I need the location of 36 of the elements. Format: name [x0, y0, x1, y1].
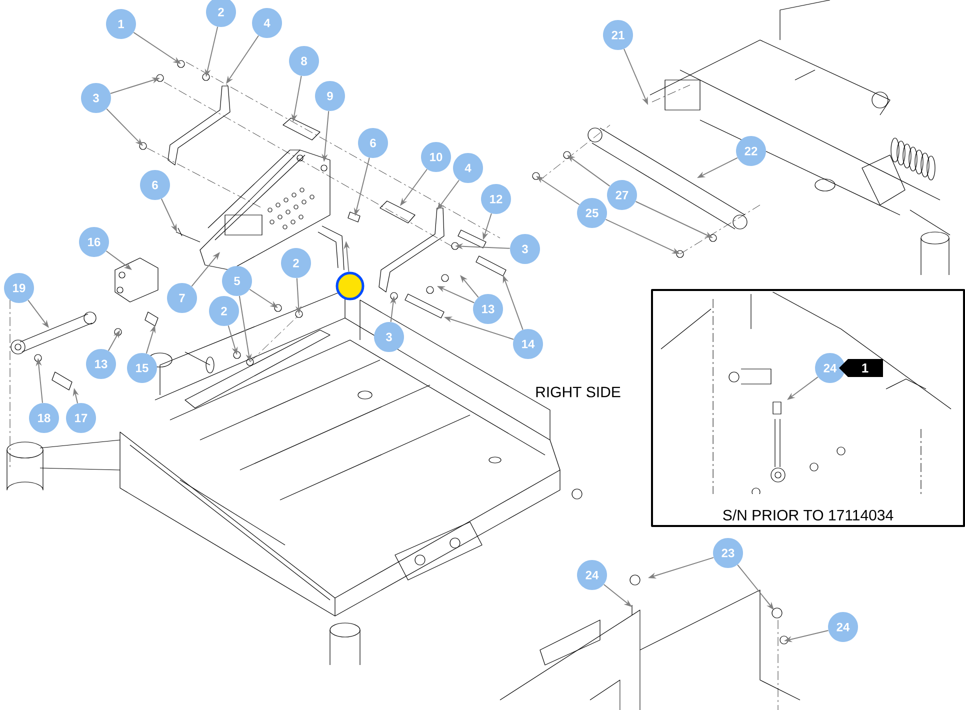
callout-number: 3 [81, 83, 111, 113]
callout-number: 27 [607, 180, 637, 210]
callout-number: 21 [603, 20, 633, 50]
callout-number: 24 [815, 353, 846, 383]
callout-number: 13 [86, 349, 116, 379]
callout-number: 4 [453, 153, 483, 183]
view-label: RIGHT SIDE [536, 386, 620, 398]
callout-number: 5 [222, 266, 252, 296]
callout-number: 17 [66, 403, 96, 433]
callout-number: 2 [206, 0, 236, 27]
callout-number: 24 [828, 612, 858, 642]
callout-number: 19 [4, 273, 34, 303]
callout-number: 6 [140, 170, 170, 200]
callout-number: 15 [127, 353, 157, 383]
callout-number: 2 [281, 248, 311, 278]
callout-number: 8 [289, 46, 319, 76]
callout-number: 24 [577, 560, 607, 590]
callout-number: 9 [315, 81, 345, 111]
callout-number: 7 [167, 283, 197, 313]
note-tag: 1 [839, 359, 883, 377]
callout-number: 3 [510, 234, 540, 264]
callout-number: 3 [374, 322, 404, 352]
callout-number: 16 [79, 227, 109, 257]
callout-number: 12 [481, 184, 511, 214]
callout-number: 4 [252, 8, 282, 38]
callout-number: 13 [473, 294, 503, 324]
callout-number: 22 [736, 136, 766, 166]
callout-number: 1 [106, 9, 136, 39]
callout-number: 6 [358, 128, 388, 158]
callout-number: 23 [713, 538, 743, 568]
callout-number: 14 [513, 329, 543, 359]
callout-number: 2 [209, 296, 239, 326]
callout-number: 25 [577, 198, 607, 228]
highlight-dot [336, 272, 364, 300]
callout-number: 18 [29, 403, 59, 433]
callout-number: 10 [421, 142, 451, 172]
